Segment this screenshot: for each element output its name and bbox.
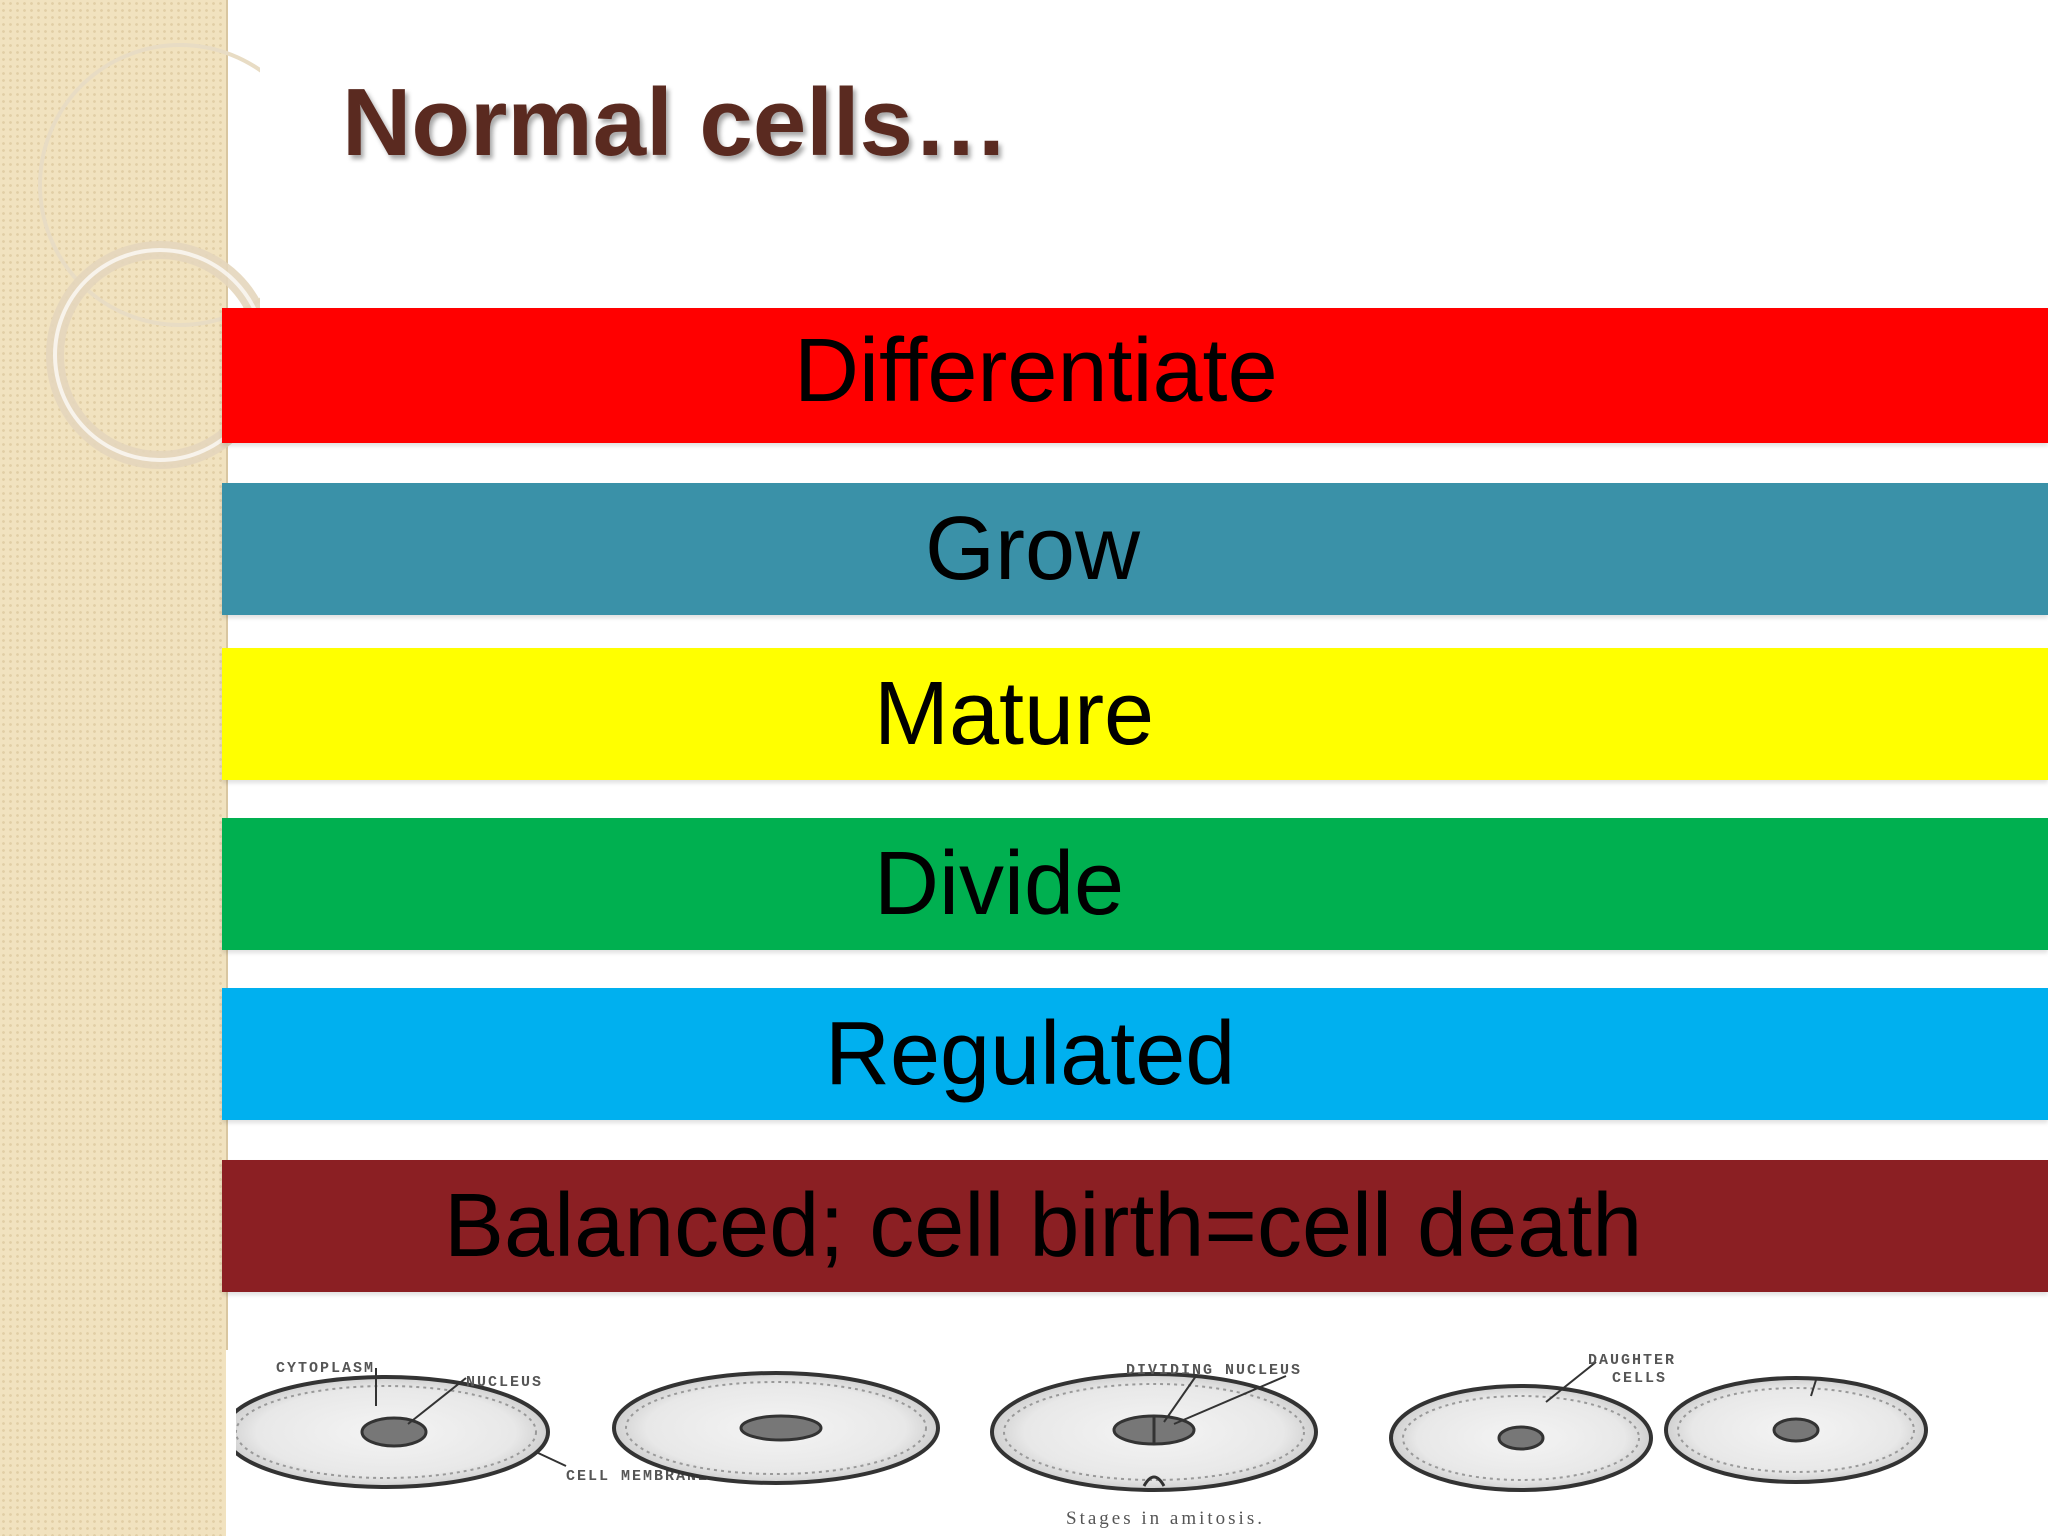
nucleus [360,1416,428,1448]
cell-stage-3 [990,1372,1318,1492]
ring-small-inner [53,248,260,462]
decorative-sidebar [0,0,228,1350]
band-regulated: Regulated [222,988,2048,1120]
decorative-sidebar-lower [0,1350,226,1536]
decorative-rings [38,43,260,469]
band-label: Regulated [825,1004,1236,1104]
band-label: Balanced; cell birth=cell death [444,1176,1643,1276]
band-divide: Divide [222,818,2048,950]
nucleus-daughter-2 [1772,1417,1820,1443]
band-label: Mature [874,664,1155,764]
band-differentiate: Differentiate [222,308,2048,443]
band-label: Grow [925,499,1141,599]
ring-large [38,43,260,327]
cell-stage-1 [236,1368,567,1489]
band-label: Differentiate [794,321,1278,421]
nucleus-elongated [739,1414,823,1442]
label-dividing-nucleus: DIVIDING NUCLEUS [1126,1362,1302,1379]
label-nucleus: NUCLEUS [466,1374,543,1391]
label-daughter: DAUGHTER [1588,1352,1676,1369]
band-mature: Mature [222,648,2048,780]
nucleus-daughter-1 [1497,1425,1545,1451]
cell-stage-2 [612,1371,940,1485]
slide-title: Normal cells… [342,69,1009,176]
band-grow: Grow [222,483,2048,615]
label-cytoplasm: CYTOPLASM [276,1360,375,1377]
daughter-cells [1389,1361,1928,1492]
band-label: Divide [874,834,1125,934]
label-cells: CELLS [1612,1370,1667,1387]
band-balanced: Balanced; cell birth=cell death [222,1160,2048,1292]
figure-caption: Stages in amitosis. [1066,1508,1265,1529]
amitosis-diagram: CYTOPLASM NUCLEUS CELL MEMBRANE DIVIDING… [236,1352,1928,1529]
label-cell-membrane: CELL MEMBRANE [566,1468,709,1485]
